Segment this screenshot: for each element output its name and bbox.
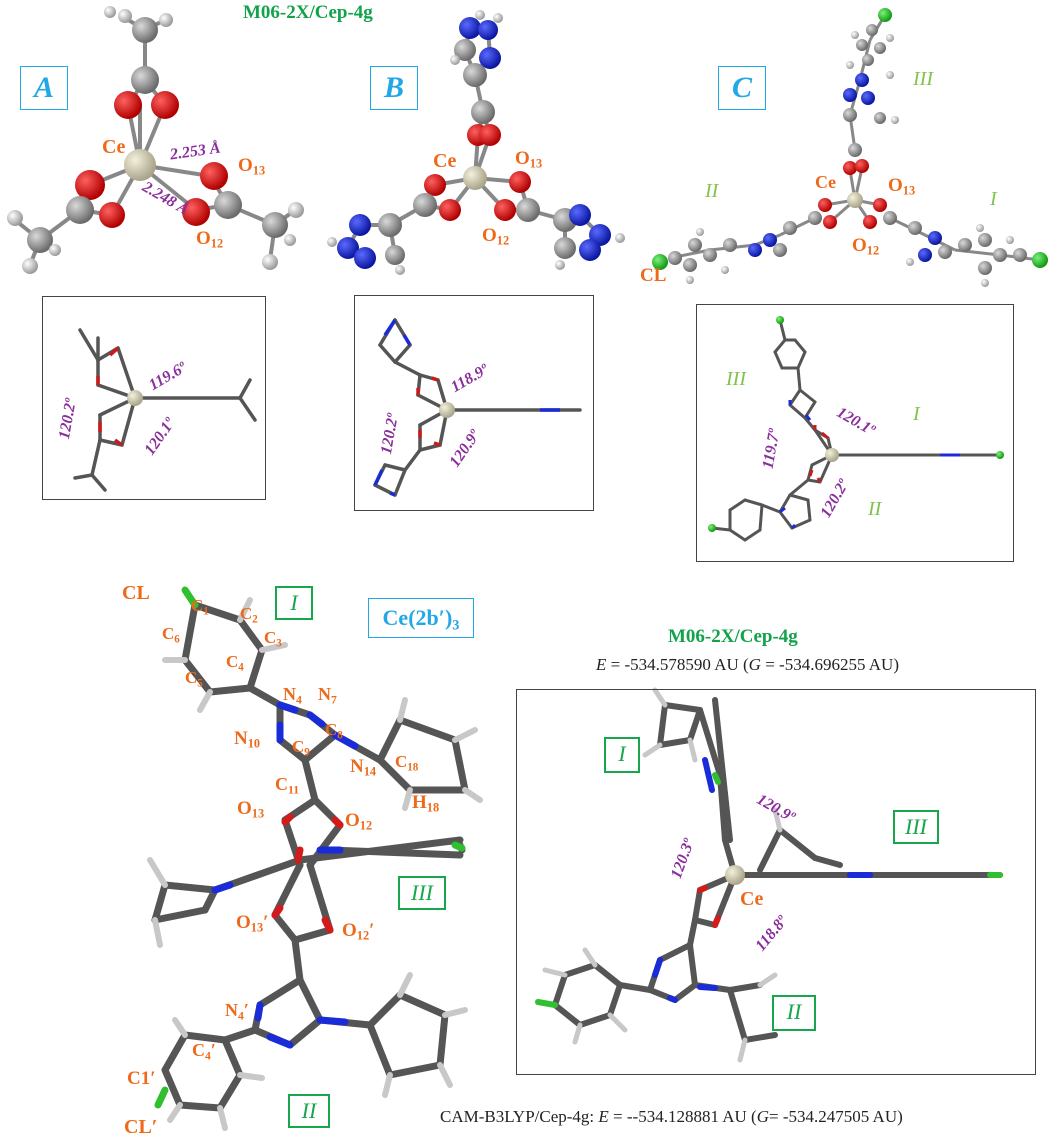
atom-o12: O12 [345,810,373,833]
panel-a-o12: O12 [196,228,224,251]
atom-c5: C5 [185,668,203,690]
panel-b-o13: O13 [515,148,543,171]
panel-a-atoms [7,6,304,274]
atom-cl-prime: CL′ [124,1116,158,1138]
inset-c-ligand-iii: III [726,368,746,390]
atom-c9: C9 [292,737,310,759]
panel-c-molecule [669,14,1041,262]
panel-b-o12: O12 [482,225,510,248]
inset-a-sticks [73,328,257,492]
panel-c-ligand-i: I [990,188,997,210]
atom-c18: C18 [395,752,419,774]
method-title-top: M06-2X/Cep-4g [243,2,373,23]
atom-c1: C1 [191,596,209,618]
atom-n4-prime: N4′ [225,1000,249,1023]
panel-a-label: A [20,66,68,110]
inset-ce2b-frame [516,689,1036,1075]
inset-c-frame [696,304,1014,562]
panel-b-ce-label: Ce [433,150,457,172]
panel-c-atoms [652,8,1048,287]
atom-o13: O13 [237,798,265,821]
compound-label: Ce(2b′)3 [368,598,474,638]
panel-b-atoms [327,10,625,275]
inset-ligand-i-box: I [604,737,640,773]
panel-a-molecule [13,16,297,266]
atom-o12-prime: O12′ [342,920,375,943]
panel-c-cl-label: CL [640,265,667,286]
atom-c4: C4 [226,652,244,674]
atom-c2: C2 [240,604,258,626]
bottom-left-hydrogens [147,597,483,1131]
panel-c-o12: O12 [852,235,880,258]
atom-h18: H18 [412,792,440,815]
inset-ligand-ii-box: II [772,995,816,1031]
inset-c-ligand-ii: II [868,498,882,520]
inset-a-frame [42,296,266,500]
inset-a-ce [127,390,143,406]
atom-c8: C8 [325,720,343,742]
panel-c-label: C [718,66,766,110]
panel-a-ce-label: Ce [102,136,126,158]
panel-b-label: B [370,66,418,110]
inset-c-ligand-i: I [913,403,920,425]
method-title-bottom: M06-2X/Cep-4g [668,626,798,647]
inset-b-frame [354,295,594,511]
atom-n10: N10 [234,728,261,751]
inset-a-oxygens [96,346,124,447]
energy-m06: E = -534.578590 AU (G = -534.696255 AU) [596,655,899,674]
atom-n7: N7 [318,684,337,707]
panel-a-o13: O13 [238,155,266,178]
atom-c6: C6 [162,624,180,646]
atom-c11: C11 [275,774,300,797]
panel-c-o13: O13 [888,175,916,198]
ligand-ii-box: II [288,1094,330,1128]
ligand-iii-box: III [398,876,446,910]
atom-n4: N4 [283,684,302,707]
ligand-i-box: I [275,586,313,620]
inset-b-nitrogens [373,319,560,497]
atom-o13-prime: O13′ [236,912,269,935]
energy-cam: CAM-B3LYP/Cep-4g: E = --534.128881 AU (G… [440,1107,903,1126]
atom-c4-prime: C4′ [192,1040,216,1063]
atom-n14: N14 [350,756,377,779]
panel-c-ligand-iii: III [913,68,933,90]
panel-c-ce-label: Ce [815,172,836,192]
inset-ligand-iii-box: III [893,810,939,844]
atom-c3: C3 [264,628,282,650]
inset-ce-label: Ce [740,888,764,910]
panel-c-ligand-ii: II [705,180,719,202]
atom-c1-prime: C1′ [127,1068,156,1089]
atom-cl: CL [122,582,150,604]
